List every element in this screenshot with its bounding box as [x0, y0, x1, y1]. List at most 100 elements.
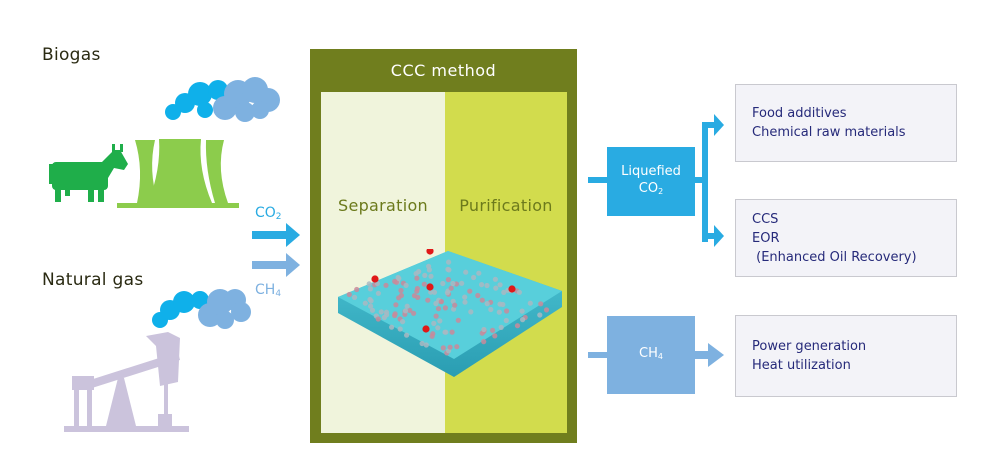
co2-molecule — [426, 283, 434, 291]
application-box-power-heat: Power generation Heat utilization — [735, 315, 957, 397]
molecule-dot — [519, 308, 525, 314]
molecule-dot — [367, 286, 373, 292]
molecule-dot — [392, 278, 398, 284]
molecule-dot — [411, 310, 417, 316]
molecule-dot — [392, 311, 398, 317]
molecule-dot — [414, 288, 420, 294]
molecule-dot — [501, 289, 507, 295]
ch4-text: CH — [639, 346, 658, 361]
molecule-dot — [514, 323, 521, 329]
molecule-dot — [454, 344, 460, 350]
co2-molecule — [422, 325, 430, 333]
molecule-dot — [476, 270, 482, 276]
arrow-head-icon — [714, 114, 724, 136]
arrow-head-icon — [708, 343, 724, 367]
molecule-dot — [422, 272, 428, 278]
co2-text: CO — [638, 181, 659, 196]
molecule-dot — [452, 302, 458, 308]
molecule-dot — [479, 297, 485, 303]
molecule-dot — [481, 339, 487, 345]
molecule-dot — [488, 306, 494, 313]
molecule-dot — [378, 309, 384, 315]
molecule-dot — [463, 269, 469, 275]
connector-line — [694, 351, 710, 359]
cooling-tower-icon — [117, 139, 239, 208]
application-line: EOR — [752, 230, 780, 246]
molecule-dot — [445, 277, 451, 283]
molecule-dot — [516, 289, 522, 295]
biogas-illustration — [49, 77, 280, 208]
molecule-dot — [538, 301, 544, 307]
molecule-dot — [383, 309, 390, 315]
application-line: Heat utilization — [752, 358, 851, 373]
liquefied-label: Liquefied — [621, 164, 681, 179]
molecule-dot — [429, 333, 435, 339]
molecule-dot — [467, 288, 473, 294]
molecule-dot — [437, 318, 443, 324]
molecule-dot — [497, 301, 503, 307]
molecule-dot — [398, 287, 404, 294]
molecule-dot — [451, 306, 457, 312]
ch4-input-label: CH4 — [255, 282, 281, 299]
molecule-dot — [446, 267, 452, 273]
molecule-dot — [442, 329, 448, 335]
ch4-subscript: 4 — [657, 352, 663, 361]
molecule-dot — [440, 345, 446, 351]
branch-line — [702, 233, 716, 239]
co2-molecule — [508, 285, 516, 293]
molecule-dot — [484, 301, 490, 307]
molecule-dot — [479, 282, 485, 288]
ch4-subscript: 4 — [275, 289, 282, 299]
molecule-dot — [396, 275, 402, 282]
molecule-dot — [389, 324, 395, 330]
molecule-dot — [492, 333, 498, 339]
molecule-dot — [440, 280, 446, 287]
connector-line — [588, 352, 608, 358]
molecule-dot — [400, 319, 406, 325]
molecule-dot — [404, 332, 410, 338]
co2-molecule — [371, 275, 379, 283]
molecule-dot — [537, 312, 543, 318]
branch-line — [702, 122, 708, 242]
ch4-label: CH4 — [639, 345, 663, 365]
branch-line — [702, 122, 716, 128]
molecule-dot — [498, 324, 504, 330]
molecule-dot — [428, 289, 434, 295]
molecule-dot — [448, 285, 454, 291]
co2-label: CO2 — [639, 180, 663, 200]
natural-gas-illustration — [64, 289, 251, 432]
molecule-dot — [366, 281, 372, 287]
molecule-dot — [403, 282, 409, 288]
molecule-dot — [404, 303, 410, 309]
molecule-dot — [419, 340, 425, 347]
molecule-dot — [415, 294, 421, 300]
molecule-dot — [493, 285, 499, 291]
membrane-top — [338, 251, 562, 359]
molecule-dot — [527, 300, 533, 306]
molecule-dot — [354, 286, 360, 293]
molecule-dot — [433, 313, 439, 319]
molecule-dot — [435, 306, 442, 312]
molecule-dot — [475, 292, 481, 299]
smoke-cloud-icon — [165, 77, 280, 122]
application-box-ccs-eor: CCS EOR (Enhanced Oil Recovery) — [735, 199, 957, 277]
arrow-head-icon — [714, 225, 724, 247]
molecule-dot — [428, 273, 434, 279]
molecule-dot — [484, 282, 490, 289]
molecule-dot — [543, 307, 550, 313]
purification-label: Purification — [459, 196, 553, 215]
molecule-dot — [438, 299, 444, 305]
molecule-dot — [375, 316, 381, 322]
ch4-input-arrow-icon — [252, 253, 300, 277]
connector-line — [588, 177, 608, 183]
molecule-dot — [492, 276, 498, 282]
molecule-dot — [414, 275, 420, 281]
molecule-dot — [497, 282, 503, 288]
molecule-dot — [368, 303, 374, 309]
molecule-dot — [362, 300, 368, 306]
application-line: (Enhanced Oil Recovery) — [752, 249, 917, 265]
molecule-dot — [352, 294, 358, 300]
co2-molecules — [346, 249, 550, 356]
molecule-dot — [431, 289, 438, 295]
molecule-dot — [421, 281, 427, 287]
